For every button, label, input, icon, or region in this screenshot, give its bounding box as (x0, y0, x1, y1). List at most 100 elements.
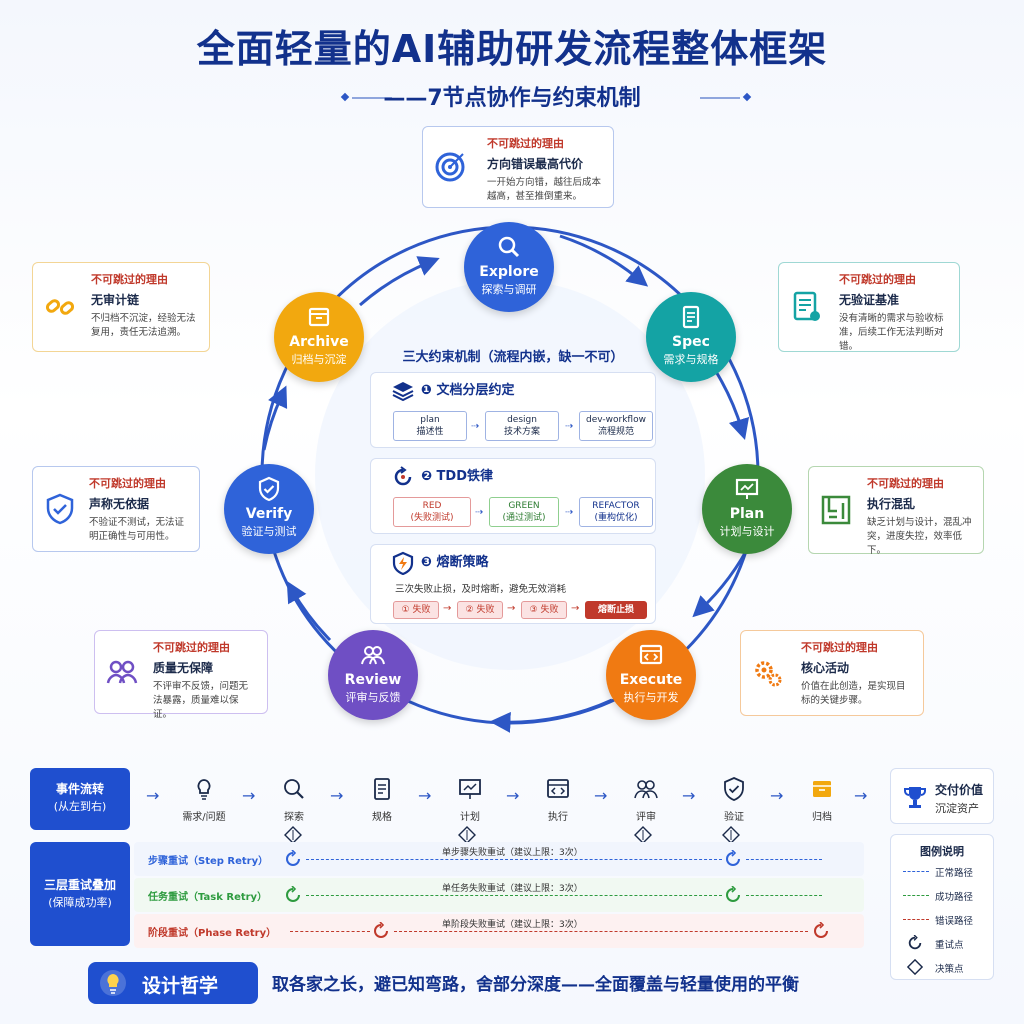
node-explore[interactable]: Explore 探索与调研 (464, 222, 554, 312)
subtitle-line-right (700, 97, 740, 99)
step-label: 归档 (812, 812, 832, 823)
retry-icon (908, 935, 922, 950)
reason-body: 不验证不测试，无法证明正确性与可用性。 (89, 517, 185, 542)
legend-item: 重试点 (935, 940, 964, 951)
philosophy-badge: 设计哲学 (88, 962, 258, 1004)
reason-label: 不可跳过的理由 (867, 477, 944, 490)
retry-line (746, 895, 822, 896)
mechanism-circuit-breaker: ❸ 熔断策略 三次失败止损，及时熔断，避免无效消耗 ① 失败 → ② 失败 → … (370, 544, 656, 624)
node-verify[interactable]: Verify 验证与测试 (224, 464, 314, 554)
legend-title: 图例说明 (920, 845, 964, 858)
shield-check-icon (724, 777, 744, 801)
deliver-value-box: 交付价值 沉淀资产 (890, 768, 994, 824)
node-archive[interactable]: Archive 归档与沉淀 (274, 292, 364, 382)
reason-card-review: 不可跳过的理由 质量无保障 不评审不反馈，问题无法暴露，质量难以保证。 (94, 630, 268, 720)
arrow-right-icon: ⇢ (471, 421, 480, 432)
step-label: 评审 (636, 812, 656, 823)
reason-label: 不可跳过的理由 (153, 641, 230, 654)
mechanism-heading: ❸ 熔断策略 (421, 555, 489, 570)
retry-icon (374, 922, 388, 938)
fuse-fail-3: ③ 失败 (521, 601, 567, 619)
philosophy-text: 取各家之长，避已知弯路，舍部分深度——全面覆盖与轻量使用的平衡 (272, 975, 799, 995)
arrow-right-icon: ⇢ (475, 507, 484, 518)
reason-card-plan: 不可跳过的理由 执行混乱 缺乏计划与设计，混乱冲突，进度失控，效率低下。 (808, 466, 984, 556)
reason-card-archive: 不可跳过的理由 无审计链 不归档不沉淀，经验无法复用，责任无法追溯。 (32, 262, 210, 352)
node-cn: 归档与沉淀 (291, 353, 347, 366)
trophy-icon (904, 787, 926, 808)
retry-icon (814, 922, 828, 938)
reason-body: 一开始方向错，越往后成本越高，甚至推倒重来。 (487, 177, 602, 202)
node-cn: 探索与调研 (481, 283, 537, 296)
arrow-right-icon: ⇢ (565, 507, 574, 518)
reason-label: 不可跳过的理由 (487, 137, 564, 150)
step-archive[interactable]: 归档 (792, 776, 852, 823)
reason-label: 不可跳过的理由 (91, 273, 168, 286)
retry-row-phase: 阶段重试（Phase Retry） 单阶段失败重试（建议上限：3次） (134, 914, 864, 948)
step-label: 计划 (460, 812, 480, 823)
retry-title: 三层重试叠加 (43, 878, 116, 892)
retry-icon (286, 850, 300, 866)
step-explore[interactable]: 探索 (264, 776, 324, 823)
retry-icon (286, 886, 300, 902)
arrow-right-icon: → (770, 786, 784, 805)
node-review[interactable]: Review 评审与反馈 (328, 630, 418, 720)
node-cn: 执行与开发 (623, 691, 679, 704)
board-icon (735, 478, 759, 499)
mechanism-tdd: ❷ TDD铁律 RED(失败测试) ⇢ GREEN(通过测试) ⇢ REFACT… (370, 458, 656, 534)
arrow-right-icon: → (146, 786, 160, 805)
reason-label: 不可跳过的理由 (801, 641, 878, 654)
layers-icon (392, 382, 414, 402)
node-spec[interactable]: Spec 需求与规格 (646, 292, 736, 382)
node-en: Verify (245, 506, 293, 522)
target-icon (435, 152, 465, 182)
event-flow-sub: (从左到右) (53, 800, 107, 813)
step-label: 规格 (372, 812, 392, 823)
retry-line (306, 859, 722, 860)
arrow-right-icon: → (507, 603, 516, 614)
lightbulb-icon (197, 779, 211, 800)
document-icon (682, 305, 700, 329)
legend-swatch-error (903, 919, 929, 920)
reason-card-verify: 不可跳过的理由 声称无依据 不验证不测试，无法证明正确性与可用性。 (32, 466, 200, 552)
tdd-green: GREEN(通过测试) (489, 497, 559, 527)
maze-icon (821, 495, 851, 525)
decision-diamond-icon (907, 959, 923, 975)
arrow-archive-explore (359, 256, 440, 307)
step-plan[interactable]: 计划 (440, 776, 500, 823)
retry-line (746, 859, 822, 860)
item-cn: 流程规范 (597, 427, 634, 437)
arrow-right-icon: → (330, 786, 344, 805)
step-verify[interactable]: 验证 (704, 776, 764, 823)
step-spec[interactable]: 规格 (352, 776, 412, 823)
node-plan[interactable]: Plan 计划与设计 (702, 464, 792, 554)
retry-icon (726, 886, 740, 902)
node-en: Review (344, 672, 402, 688)
archive-box-icon (813, 781, 831, 797)
event-flow-label: 事件流转 (从左到右) (30, 768, 130, 830)
node-en: Execute (619, 672, 683, 688)
legend-item: 错误路径 (935, 916, 974, 927)
arrow-right-icon: → (443, 603, 452, 614)
step-execute[interactable]: 执行 (528, 776, 588, 823)
retry-row-name: 步骤重试（Step Retry） (148, 856, 269, 867)
mechanism-heading: ❶ 文档分层约定 (421, 383, 515, 398)
node-execute[interactable]: Execute 执行与开发 (606, 630, 696, 720)
retry-line (290, 931, 370, 932)
broken-link-icon (45, 299, 75, 315)
code-window-icon (547, 779, 569, 798)
retry-row-task: 任务重试（Task Retry） 单任务失败重试（建议上限：3次） (134, 878, 864, 912)
node-cn: 计划与设计 (719, 525, 775, 538)
retry-sub: (保障成功率) (48, 896, 112, 909)
event-flow-steps: → 需求/问题 → 探索 → 规格 → 计划 → 执行 → 评审 → 验证 → … (146, 776, 876, 836)
step-requirement[interactable]: 需求/问题 (174, 776, 234, 823)
arrow-execute-review (489, 698, 613, 733)
item-en: design (507, 415, 537, 425)
shield-check-icon (258, 476, 280, 502)
node-en: Explore (479, 264, 539, 280)
page-title: 全面轻量的AI辅助研发流程整体框架 (196, 27, 828, 71)
step-review[interactable]: 评审 (616, 776, 676, 823)
people-icon (106, 660, 138, 684)
